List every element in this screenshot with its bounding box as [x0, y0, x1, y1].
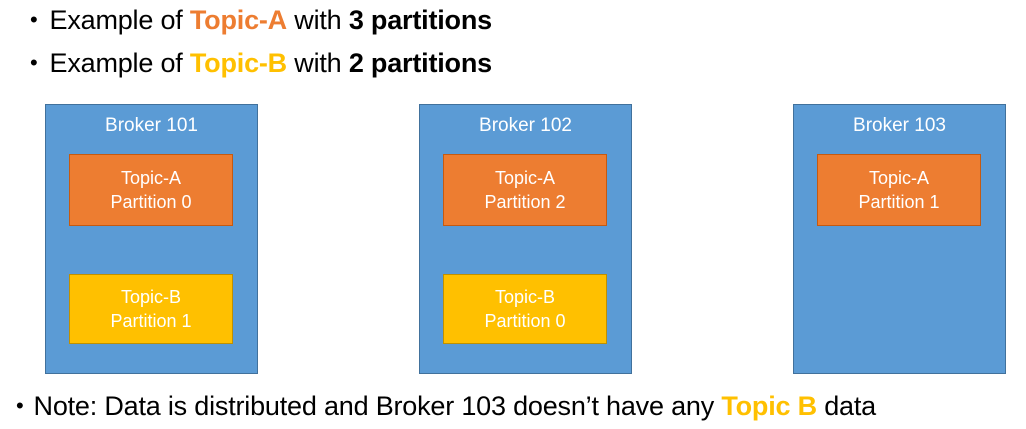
topic-b-partition-box: Topic-B Partition 0: [443, 274, 607, 344]
partitions-count-emphasis: 2 partitions: [348, 48, 492, 78]
topic-a-partition-box: Topic-A Partition 0: [69, 154, 233, 226]
bullet-text-pre: Example of: [49, 5, 190, 35]
topic-b-partition-box: Topic-B Partition 1: [69, 274, 233, 344]
partition-topic-label: Topic-A: [120, 168, 182, 188]
partition-topic-label: Topic-B: [120, 287, 182, 307]
broker-title: Broker 103: [853, 115, 946, 136]
partition-number-label: Partition 1: [858, 192, 940, 212]
partition-topic-label: Topic-A: [868, 168, 930, 188]
topic-a-partition-box: Topic-A Partition 1: [817, 154, 981, 226]
topic-a-partition-box: Topic-A Partition 2: [443, 154, 607, 226]
bullet-icon: •: [30, 7, 38, 32]
bullet-text-pre: Example of: [49, 48, 190, 78]
partition-topic-label: Topic-B: [494, 287, 556, 307]
bullet-topic-b: • Example of Topic-B with 2 partitions: [30, 46, 492, 80]
partition-number-label: Partition 0: [484, 311, 566, 331]
broker-title: Broker 101: [105, 115, 198, 136]
topic-b-highlight: Topic-B: [189, 48, 287, 78]
bullet-text-mid: with: [286, 5, 349, 35]
note-bullet: • Note: Data is distributed and Broker 10…: [16, 389, 876, 423]
broker-101-box: Broker 101 Topic-A Partition 0 Topic-B P…: [45, 104, 258, 374]
partition-number-label: Partition 0: [110, 192, 192, 212]
bullet-icon: •: [30, 50, 38, 75]
partition-number-label: Partition 2: [484, 192, 566, 212]
bullet-topic-a: • Example of Topic-A with 3 partitions: [30, 3, 492, 37]
note-text-post: data: [816, 391, 876, 421]
broker-103-box: Broker 103 Topic-A Partition 1: [793, 104, 1006, 374]
brokers-diagram: Broker 101 Topic-A Partition 0 Topic-B P…: [0, 104, 1026, 374]
partition-number-label: Partition 1: [110, 311, 192, 331]
partition-topic-label: Topic-A: [494, 168, 556, 188]
topic-a-highlight: Topic-A: [189, 5, 287, 35]
topic-b-highlight: Topic B: [721, 391, 817, 421]
note-text-pre: Note: Data is distributed and Broker 103…: [33, 391, 722, 421]
bullet-text-mid: with: [286, 48, 349, 78]
broker-102-box: Broker 102 Topic-A Partition 2 Topic-B P…: [419, 104, 632, 374]
partitions-count-emphasis: 3 partitions: [348, 5, 492, 35]
bullet-icon: •: [16, 393, 24, 418]
broker-title: Broker 102: [479, 115, 572, 136]
